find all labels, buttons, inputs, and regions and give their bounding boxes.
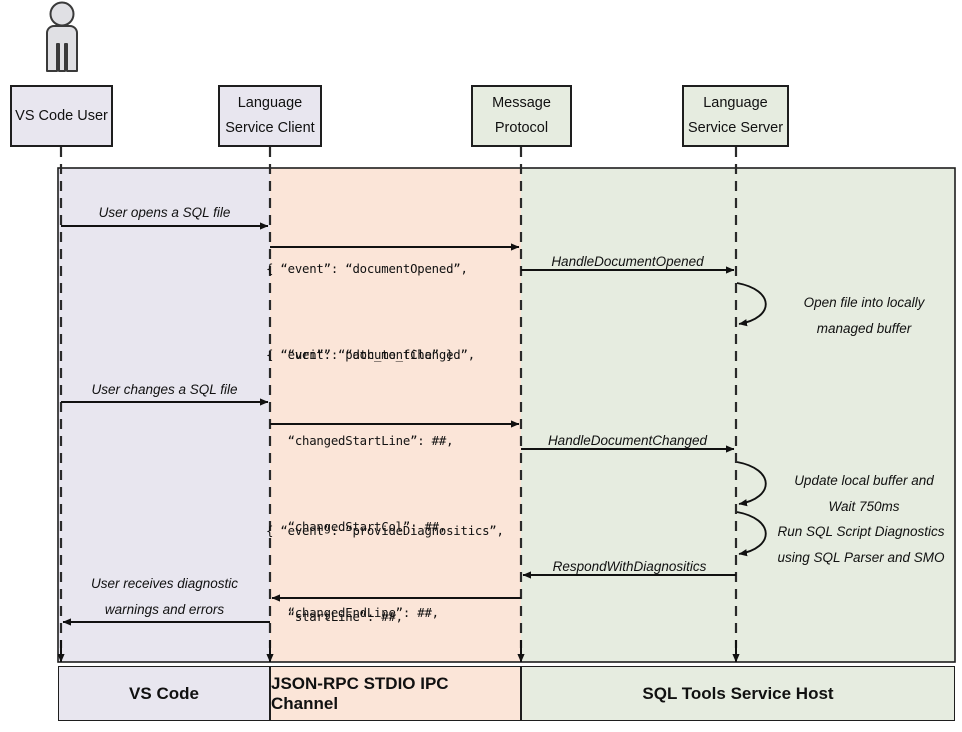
message-label-respond-with-diagnositics: RespondWithDiagnositics: [523, 554, 736, 580]
self-note-line2: using SQL Parser and SMO: [777, 550, 945, 566]
participant-label-line1: Language: [237, 95, 303, 112]
payload-line: { “event”: “documentChanged”,: [266, 348, 475, 363]
participant-label-line2: Service Server: [687, 120, 784, 136]
participant-language-service-client[interactable]: Language Service Client: [218, 85, 322, 147]
message-text: RespondWithDiagnositics: [552, 559, 707, 574]
footer-json-rpc[interactable]: JSON-RPC STDIO IPC Channel: [270, 666, 521, 721]
region-band-sql-tools-host: [521, 168, 955, 662]
footer-label: JSON-RPC STDIO IPC Channel: [271, 673, 449, 713]
message-text-line2: warnings and errors: [104, 601, 225, 617]
participant-label-line1: Language: [703, 95, 768, 112]
selfloop-update-buffer-wait: [736, 461, 767, 507]
footer-label: SQL Tools Service Host: [642, 683, 834, 703]
message-label-handle-document-changed: HandleDocumentChanged: [521, 428, 734, 454]
selfloop-run-sql-diagnostics: [736, 511, 767, 557]
self-note-line1: Run SQL Script Diagnostics: [777, 524, 945, 539]
payload-line: “changedStartCol”: ##,: [266, 520, 447, 535]
participant-vs-code-user[interactable]: VS Code User: [10, 85, 113, 147]
payload-line: “uri”: “path_to_file” }: [266, 348, 454, 363]
footer-vs-code[interactable]: VS Code: [58, 666, 270, 721]
selfloop-open-file-buffer: [736, 282, 767, 327]
message-label-user-opens-sql-file: User opens a SQL file: [61, 200, 268, 226]
payload-line: { “event”: “documentOpened”,: [266, 262, 468, 277]
message-text: HandleDocumentOpened: [551, 254, 704, 269]
message-text: User changes a SQL file: [91, 382, 238, 397]
message-text: HandleDocumentChanged: [547, 433, 708, 448]
self-note-line2: Wait 750ms: [828, 499, 900, 515]
footer-sql-tools-host[interactable]: SQL Tools Service Host: [521, 666, 955, 721]
payload-document-opened: { “event”: “documentOpened”, “uri”: “pat…: [266, 198, 468, 427]
footer-label: VS Code: [129, 683, 199, 703]
payload-line: { “event”: “provideDiagnositics”,: [266, 524, 504, 539]
message-label-user-changes-sql-file: User changes a SQL file: [61, 377, 268, 403]
payload-line: “changedStartLine”: ##,: [266, 434, 454, 449]
participant-language-service-server[interactable]: Language Service Server: [682, 85, 789, 147]
message-label-handle-document-opened: HandleDocumentOpened: [521, 249, 734, 275]
participant-label-line2: Protocol: [494, 120, 549, 136]
self-note-line1: Update local buffer and: [794, 473, 934, 488]
participant-message-protocol[interactable]: Message Protocol: [471, 85, 572, 147]
self-note-line1: Open file into locally: [803, 295, 925, 310]
message-text-line1: User receives diagnostic: [90, 576, 239, 591]
self-note-update-buffer-wait: Update local buffer and Wait 750ms: [769, 468, 959, 521]
region-band-vs-code: [58, 168, 270, 662]
participant-label-line1: Message: [492, 95, 551, 112]
self-note-run-sql-diagnostics: Run SQL Script Diagnostics using SQL Par…: [763, 519, 959, 572]
payload-line: “startLine”: ##,: [266, 610, 403, 625]
self-note-open-file-buffer: Open file into locally managed buffer: [769, 290, 959, 343]
message-text: User opens a SQL file: [98, 205, 231, 220]
lifelines: [59, 147, 738, 648]
participant-label-line2: Service Client: [225, 120, 315, 136]
payload-line: “changedEndLine”: ##,: [266, 606, 439, 621]
vs-code-user-actor-icon: [46, 1, 78, 72]
participant-label-line1: VS Code User: [15, 107, 108, 124]
self-note-line2: managed buffer: [816, 321, 912, 337]
message-label-user-receives-diagnostics: User receives diagnostic warnings and er…: [61, 571, 268, 622]
region-band-json-rpc: [270, 168, 521, 662]
